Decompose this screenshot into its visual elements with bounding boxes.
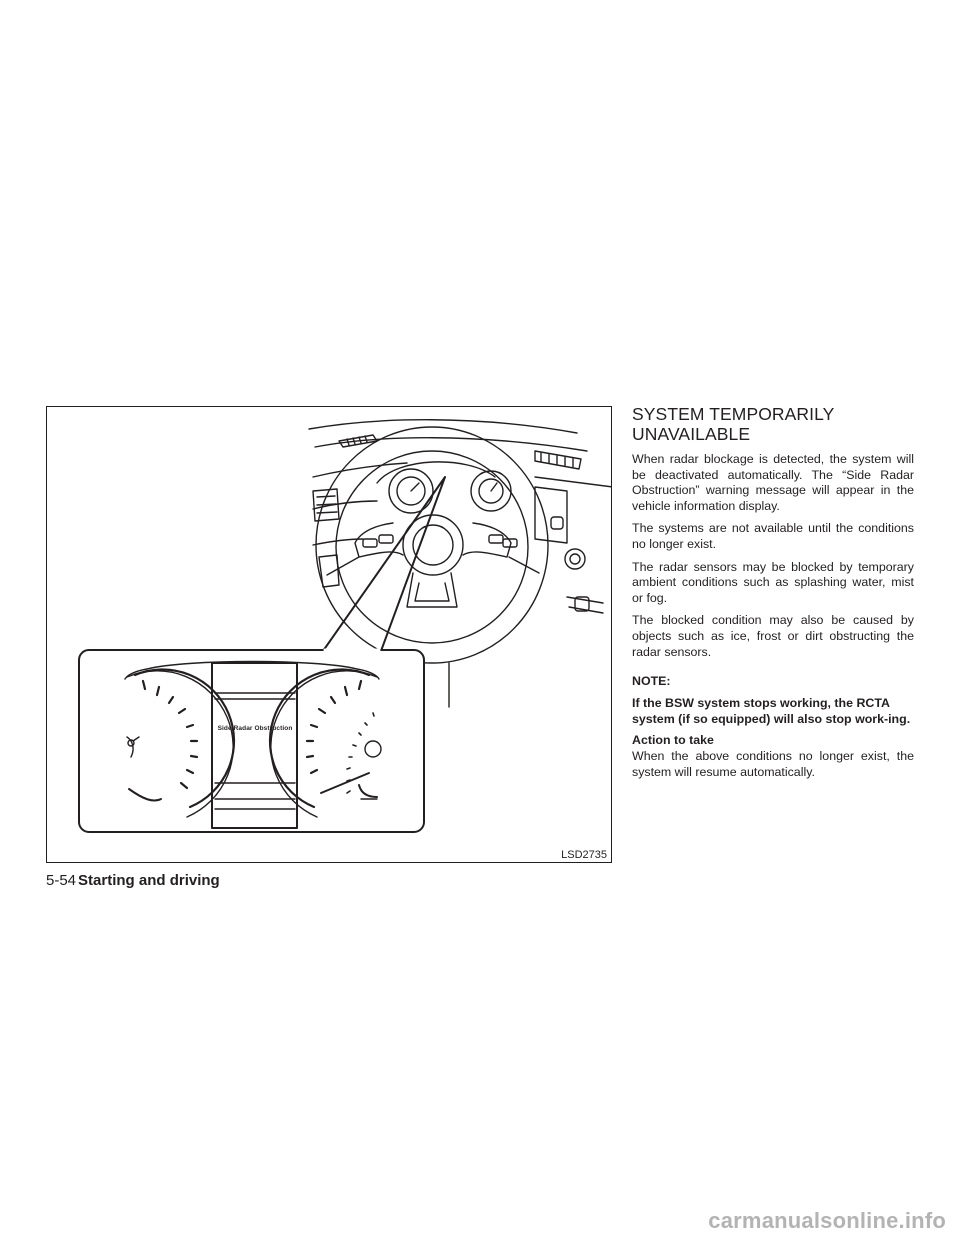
text-column: SYSTEM TEMPORARILY UNAVAILABLE When rada… xyxy=(632,404,914,787)
paragraph-1: When radar blockage is detected, the sys… xyxy=(632,452,914,513)
page-number: 5-54 xyxy=(46,872,77,889)
paragraph-3: The radar sensors may be blocked by temp… xyxy=(632,559,914,605)
paragraph-4: The blocked condition may also be caused… xyxy=(632,613,914,659)
note-label: NOTE: xyxy=(632,674,671,689)
figure-id: LSD2735 xyxy=(559,849,609,862)
wheel-hub xyxy=(402,514,464,576)
cockpit-drawing xyxy=(78,419,611,833)
display-message: Side Radar Obstruction xyxy=(217,725,293,732)
dashboard-illustration: Side Radar Obstruction LSD2735 xyxy=(46,406,612,863)
paragraph-2: The systems are not available until the … xyxy=(632,521,914,551)
right-gauge-ticks xyxy=(305,679,363,775)
action-text: When the above conditions no longer exis… xyxy=(632,748,914,779)
watermark: carmanualsonline.info xyxy=(708,1208,946,1233)
action-heading: Action to take xyxy=(632,733,714,748)
vent-right xyxy=(534,450,582,470)
footer-section-title: Starting and driving xyxy=(78,872,220,889)
section-heading: SYSTEM TEMPORARILY UNAVAILABLE xyxy=(632,404,914,444)
note-text: If the BSW system stops working, the RCT… xyxy=(632,696,911,726)
heading-line-1: SYSTEM TEMPORARILY xyxy=(632,404,835,424)
left-gauge-ticks xyxy=(141,679,199,790)
heading-line-2: UNAVAILABLE xyxy=(632,424,751,444)
steering-wheel-outer xyxy=(315,426,549,664)
